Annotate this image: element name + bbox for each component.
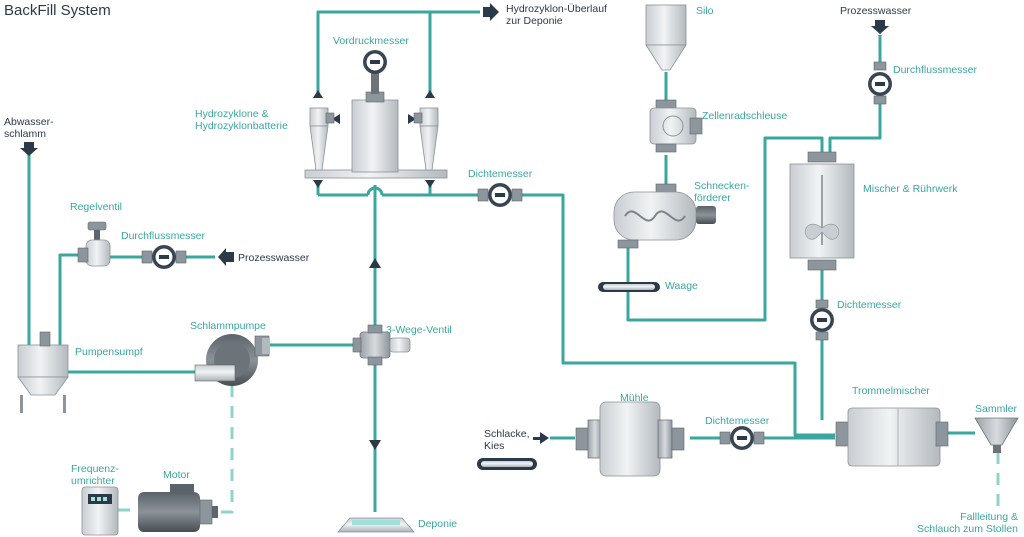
dichtemesser-right xyxy=(810,299,834,341)
label-silo: Silo xyxy=(696,5,714,17)
schneckenfoerderer xyxy=(613,183,716,249)
arrow-cyclone-left-up xyxy=(313,90,323,98)
label-trommelmischer: Trommelmischer xyxy=(852,385,930,397)
label-hydrozyklone: Hydrozyklone &Hydrozyklonbatterie xyxy=(195,108,288,132)
label-pumpensumpf: Pumpensumpf xyxy=(75,346,143,358)
muehle xyxy=(575,401,685,477)
label-frequenzumrichter: Frequenz-umrichter xyxy=(71,463,119,487)
waage xyxy=(598,282,660,292)
pipe-screw-mixer xyxy=(626,136,824,322)
arrow-pw-right xyxy=(871,20,889,34)
vordruckmesser xyxy=(363,50,387,94)
arrow-deponie-down xyxy=(369,440,381,450)
arrow-riser-up xyxy=(369,258,381,268)
pipe-sump-valve xyxy=(58,253,85,345)
page-title: BackFill System xyxy=(4,2,111,19)
label-prozesswasser-right: Prozesswasser xyxy=(840,5,912,17)
label-dichtemesser-bottom: Dichtemesser xyxy=(705,415,770,427)
arrow-abwasser xyxy=(20,142,38,156)
label-deponie: Deponie xyxy=(418,518,457,530)
label-waage: Waage xyxy=(665,280,698,292)
motor xyxy=(138,484,218,532)
label-dichtemesser-right: Dichtemesser xyxy=(837,299,902,311)
hydrozyklon-batterie xyxy=(304,91,448,179)
pipe-motor-shaft xyxy=(215,385,234,514)
arrow-ueberlauf xyxy=(483,3,499,21)
label-abwasser: Abwasser-schlamm xyxy=(4,116,54,140)
arrow-feed-left xyxy=(332,114,340,124)
label-dichtemesser-top: Dichtemesser xyxy=(468,168,533,180)
label-durchflussmesser-right: Durchflussmesser xyxy=(893,64,978,76)
label-durchflussmesser-left: Durchflussmesser xyxy=(121,230,206,242)
label-muehle: Mühle xyxy=(620,392,649,404)
trommelmischer xyxy=(835,407,949,467)
label-mischer: Mischer & Rührwerk xyxy=(863,183,958,195)
schlammpumpe xyxy=(194,334,270,386)
label-sammler: Sammler xyxy=(975,403,1018,415)
dichtemesser-bottom xyxy=(719,426,765,450)
flow-arrows xyxy=(20,3,889,450)
zellenradschleuse xyxy=(649,99,703,153)
silo xyxy=(645,4,687,71)
durchflussmesser-left xyxy=(141,245,187,269)
arrow-schlacke xyxy=(533,432,549,444)
label-motor: Motor xyxy=(163,469,190,481)
arrow-cyclone-right-down xyxy=(425,180,435,188)
regelventil xyxy=(77,221,111,267)
label-zellenradschleuse: Zellenradschleuse xyxy=(702,110,787,122)
mischer-ruehrwerk xyxy=(789,151,855,271)
dichtemesser-top xyxy=(477,183,523,207)
label-prozesswasser-left: Prozesswasser xyxy=(238,252,310,264)
arrow-prozesswasser-left xyxy=(218,248,234,266)
sammler xyxy=(974,417,1019,453)
durchflussmesser-right xyxy=(868,61,892,105)
arrow-cyclone-right-up xyxy=(425,90,435,98)
foerderband-schlacke xyxy=(477,458,537,470)
pipe-overflow-left xyxy=(316,10,480,98)
dreiwege-ventil xyxy=(352,324,411,366)
pumpensumpf xyxy=(17,331,69,413)
arrow-cyclone-left-down xyxy=(313,180,323,188)
pipe-bridge xyxy=(366,186,384,196)
frequenzumrichter xyxy=(81,486,119,536)
label-vordruckmesser: Vordruckmesser xyxy=(333,35,409,47)
label-fallleitung: Fallleitung &Schlauch zum Stollen xyxy=(917,511,1018,535)
label-schlammpumpe: Schlammpumpe xyxy=(190,320,266,332)
pipe-pw-right xyxy=(828,102,882,155)
label-schneckenfoerderer: Schnecken-förderer xyxy=(694,180,750,204)
label-regelventil: Regelventil xyxy=(70,201,122,213)
arrow-feed-right xyxy=(408,114,416,124)
pipe-dichte-trommel xyxy=(515,193,835,437)
label-schlacke: Schlacke,Kies xyxy=(484,428,530,452)
label-dreiwege: 3-Wege-Ventil xyxy=(386,324,452,336)
deponie xyxy=(337,517,415,533)
